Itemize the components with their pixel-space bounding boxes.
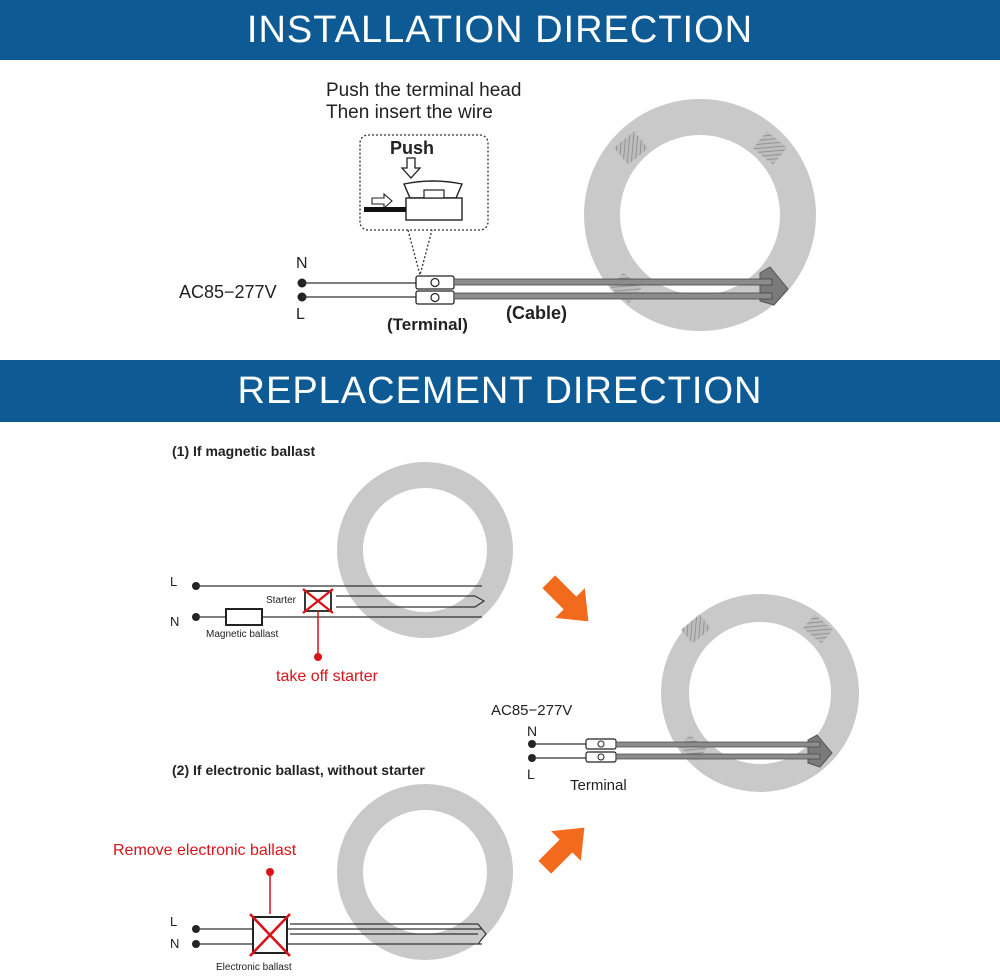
instruction-line-2: Then insert the wire	[326, 102, 493, 123]
starter-label: Starter	[266, 595, 297, 606]
installation-voltage: AC85−277V	[179, 282, 277, 302]
result-voltage: AC85−277V	[491, 702, 573, 719]
installation-n-label: N	[296, 255, 308, 272]
arrow-up-right-icon	[538, 827, 585, 874]
magnetic-ballast-label: Magnetic ballast	[206, 629, 279, 640]
replacement-banner: REPLACEMENT DIRECTION	[0, 360, 1000, 422]
magnetic-n-label: N	[170, 614, 180, 629]
cable-label: (Cable)	[506, 303, 568, 323]
magnetic-heading: (1) If magnetic ballast	[172, 443, 316, 459]
installation-l-label: L	[296, 306, 305, 323]
result-terminal-label: Terminal	[570, 777, 627, 794]
cable	[453, 278, 773, 300]
replacement-title: REPLACEMENT DIRECTION	[237, 370, 763, 412]
push-arrow-icon	[400, 157, 422, 179]
result-l-label: L	[527, 766, 535, 782]
led-ring-result	[661, 594, 859, 792]
led-ring-electronic	[337, 784, 513, 960]
terminal-label: (Terminal)	[387, 315, 468, 334]
installation-title: INSTALLATION DIRECTION	[246, 9, 754, 51]
result-terminal-icon	[585, 738, 617, 763]
led-ring-large	[584, 99, 816, 331]
take-off-starter-label: take off starter	[276, 668, 378, 685]
arrow-down-right-icon	[542, 575, 589, 622]
electronic-l-label: L	[170, 914, 178, 929]
installation-banner: INSTALLATION DIRECTION	[0, 0, 1000, 60]
magnetic-ballast-icon	[225, 608, 263, 626]
wire-end	[364, 207, 406, 212]
terminal-block-icon	[415, 275, 455, 305]
magnetic-l-label: L	[170, 574, 178, 589]
remove-ballast-label: Remove electronic ballast	[113, 842, 297, 859]
electronic-n-label: N	[170, 936, 180, 951]
insert-arrow-icon	[371, 192, 393, 210]
push-label: Push	[390, 138, 435, 158]
electronic-ballast-label: Electronic ballast	[216, 962, 292, 973]
instruction-line-1: Push the terminal head	[326, 80, 522, 101]
led-ring-magnetic	[337, 462, 513, 638]
callout-pointer	[407, 229, 433, 278]
result-n-label: N	[527, 723, 538, 739]
electronic-heading: (2) If electronic ballast, without start…	[172, 762, 425, 778]
